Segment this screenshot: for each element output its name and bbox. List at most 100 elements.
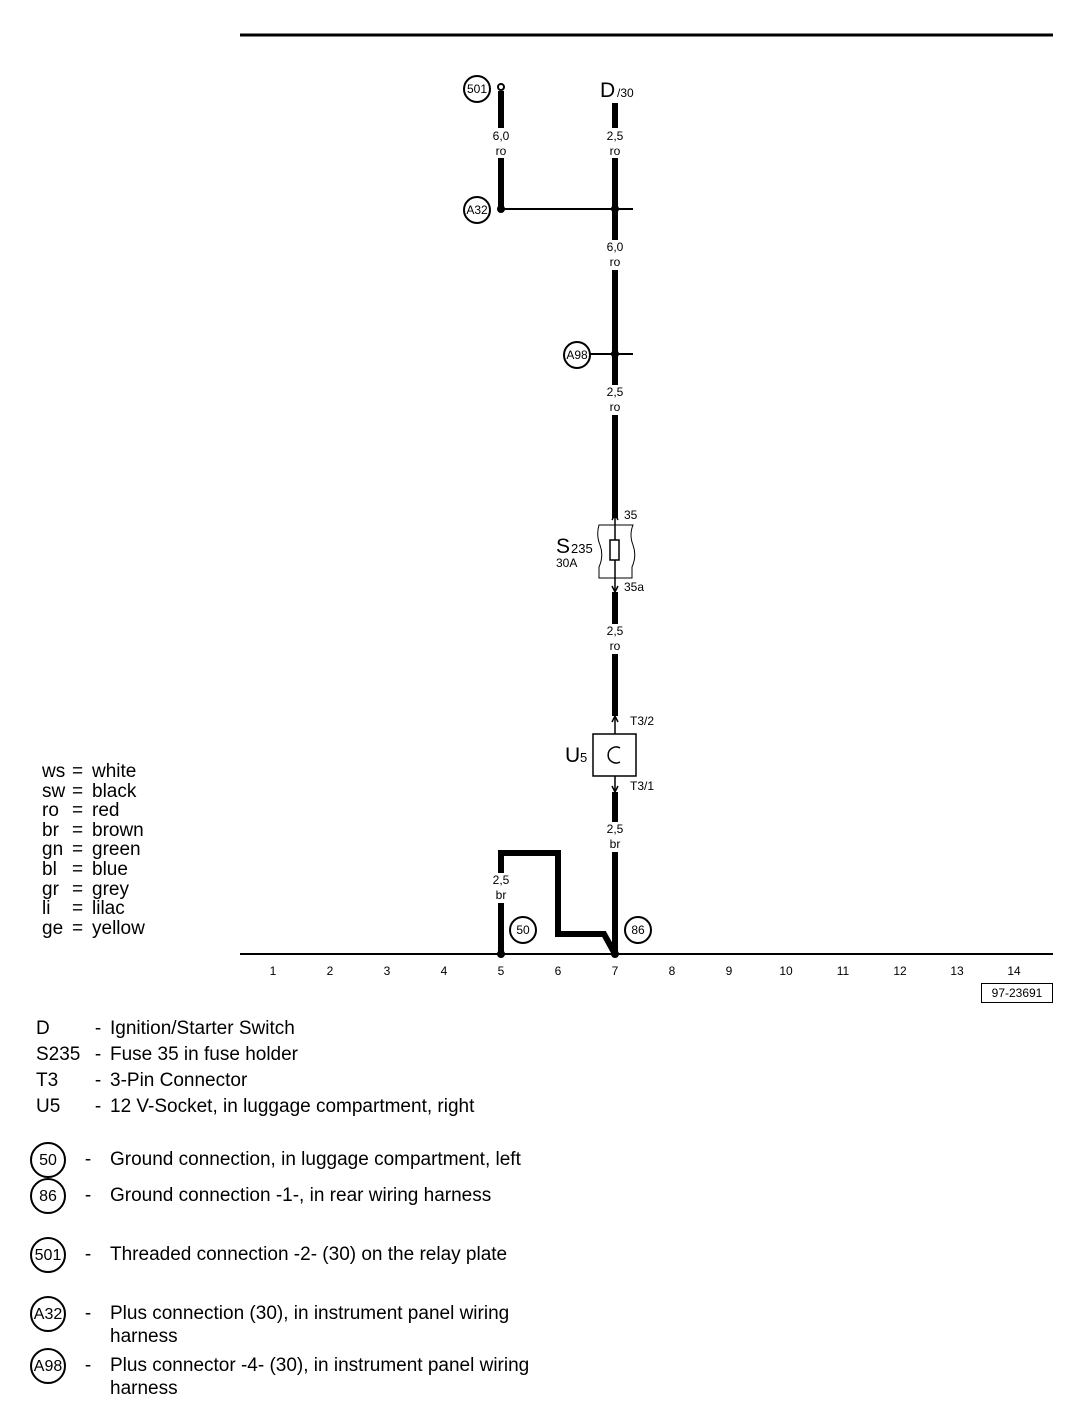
legend-row: 86-Ground connection -1-, in rear wiring… bbox=[30, 1178, 550, 1214]
connection-desc: Ground connection -1-, in rear wiring ha… bbox=[110, 1185, 492, 1206]
legend-row: ws=white bbox=[42, 761, 137, 782]
track-number: 12 bbox=[893, 964, 907, 978]
legend-row: A32-Plus connection (30), in instrument … bbox=[30, 1296, 550, 1348]
wire-color: ro bbox=[610, 144, 621, 158]
connector-a32-label: A32 bbox=[466, 203, 488, 217]
component-desc: Ignition/Starter Switch bbox=[110, 1018, 295, 1039]
wiring-diagram: D /30 501 6,0 ro 2,5 ro A32 6,0 ro A98 2… bbox=[240, 33, 1053, 978]
component-desc: 3-Pin Connector bbox=[110, 1070, 248, 1091]
color-abbr: br bbox=[42, 819, 59, 841]
terminal-d-label: D bbox=[600, 79, 615, 102]
legend-row: ro=red bbox=[42, 800, 120, 822]
wire-color: ro bbox=[496, 144, 507, 158]
connector-501-symbol bbox=[463, 75, 491, 103]
wire-color: br bbox=[610, 837, 621, 851]
fuse-name-sub: 235 bbox=[571, 541, 593, 556]
node-dot bbox=[497, 205, 505, 213]
color-name: grey bbox=[92, 878, 129, 900]
ground-50-symbol bbox=[509, 916, 537, 944]
color-abbr: bl bbox=[42, 858, 57, 880]
color-name: brown bbox=[92, 819, 144, 841]
component-code: S235 bbox=[36, 1044, 81, 1065]
wire-color: ro bbox=[610, 400, 621, 414]
track-number: 11 bbox=[837, 964, 850, 978]
fuse-pin-out: 35a bbox=[624, 580, 644, 594]
node-dot bbox=[497, 950, 505, 958]
wire-gauge: 2,5 bbox=[607, 129, 624, 143]
track-number: 1 bbox=[270, 964, 277, 978]
node-dot bbox=[611, 950, 619, 958]
node-dot bbox=[611, 205, 619, 213]
color-abbr: li bbox=[42, 898, 51, 920]
track-number: 8 bbox=[669, 964, 676, 978]
legend-row: 501-Threaded connection -2- (30) on the … bbox=[30, 1237, 550, 1273]
color-abbr: sw bbox=[42, 780, 66, 802]
wire-ground-loop bbox=[498, 850, 618, 956]
wire-gauge: 6,0 bbox=[607, 240, 624, 254]
color-legend: ws=white sw=black ro=red br=brown gn=gre… bbox=[42, 762, 145, 938]
legend-row: gr=grey bbox=[42, 878, 129, 900]
ground-86-label: 86 bbox=[631, 923, 645, 937]
component-code: U5 bbox=[36, 1096, 61, 1117]
track-number: 5 bbox=[498, 964, 505, 978]
wire-gauge: 2,5 bbox=[607, 822, 624, 836]
track-number: 6 bbox=[555, 964, 562, 978]
component-legend: D-Ignition/Starter Switch S235-Fuse 35 i… bbox=[36, 1016, 474, 1120]
connection-desc: Threaded connection -2- (30) on the rela… bbox=[110, 1244, 508, 1265]
wire-color: ro bbox=[610, 255, 621, 269]
color-name: blue bbox=[92, 858, 128, 880]
component-code: T3 bbox=[36, 1070, 59, 1091]
connection-legend: 50-Ground connection, in luggage compart… bbox=[30, 1142, 550, 1406]
track-number: 9 bbox=[726, 964, 733, 978]
track-number: 4 bbox=[441, 964, 448, 978]
connection-code: A98 bbox=[30, 1348, 66, 1384]
connection-desc: Plus connector -4- (30), in instrument p… bbox=[110, 1355, 530, 1399]
color-abbr: ws bbox=[42, 761, 66, 782]
track-number: 2 bbox=[327, 964, 334, 978]
connection-desc: Ground connection, in luggage compartmen… bbox=[110, 1149, 521, 1170]
ground-50-label: 50 bbox=[516, 923, 530, 937]
component-desc: Fuse 35 in fuse holder bbox=[110, 1044, 299, 1065]
color-abbr: ge bbox=[42, 917, 64, 939]
color-abbr: ro bbox=[42, 800, 59, 822]
track-number: 13 bbox=[950, 964, 964, 978]
component-desc: 12 V-Socket, in luggage compartment, rig… bbox=[110, 1096, 475, 1117]
node-dot bbox=[611, 350, 619, 358]
track-number: 14 bbox=[1007, 964, 1021, 978]
connection-code: 501 bbox=[30, 1237, 66, 1273]
legend-row: ge=yellow bbox=[42, 917, 145, 939]
connector-a32-symbol bbox=[463, 196, 491, 224]
fuse-rating: 30A bbox=[556, 556, 577, 570]
legend-row: A98-Plus connector -4- (30), in instrume… bbox=[30, 1348, 550, 1400]
component-code: D bbox=[36, 1018, 50, 1039]
wire-gauge: 2,5 bbox=[607, 385, 624, 399]
legend-row: br=brown bbox=[42, 819, 144, 841]
terminal-501-ring bbox=[497, 83, 505, 91]
socket-name-sub: 5 bbox=[580, 750, 587, 765]
wire-color: ro bbox=[610, 639, 621, 653]
connection-desc: Plus connection (30), in instrument pane… bbox=[110, 1303, 510, 1347]
connection-code: A32 bbox=[30, 1296, 66, 1332]
color-name: black bbox=[92, 780, 137, 802]
connection-code: 86 bbox=[30, 1178, 66, 1214]
wire-gauge: 2,5 bbox=[607, 624, 624, 638]
socket-u5 bbox=[592, 714, 637, 794]
legend-row: S235-Fuse 35 in fuse holder bbox=[36, 1042, 474, 1068]
legend-row: gn=green bbox=[42, 839, 141, 861]
color-name: white bbox=[92, 761, 137, 782]
color-name: lilac bbox=[92, 898, 125, 920]
legend-row: sw=black bbox=[42, 780, 137, 802]
connector-a98-label: A98 bbox=[566, 348, 588, 362]
legend-row: 50-Ground connection, in luggage compart… bbox=[30, 1142, 550, 1178]
socket-name: U bbox=[565, 744, 580, 767]
legend-row: U5-12 V-Socket, in luggage compartment, … bbox=[36, 1094, 474, 1120]
legend-row: T3-3-Pin Connector bbox=[36, 1068, 474, 1094]
wire-gauge: 6,0 bbox=[493, 129, 510, 143]
legend-row: bl=blue bbox=[42, 858, 128, 880]
color-abbr: gr bbox=[42, 878, 59, 900]
legend-row: D-Ignition/Starter Switch bbox=[36, 1016, 474, 1042]
color-name: green bbox=[92, 839, 141, 861]
wire-gauge: 2,5 bbox=[493, 873, 510, 887]
fuse-pin-in: 35 bbox=[624, 508, 638, 522]
